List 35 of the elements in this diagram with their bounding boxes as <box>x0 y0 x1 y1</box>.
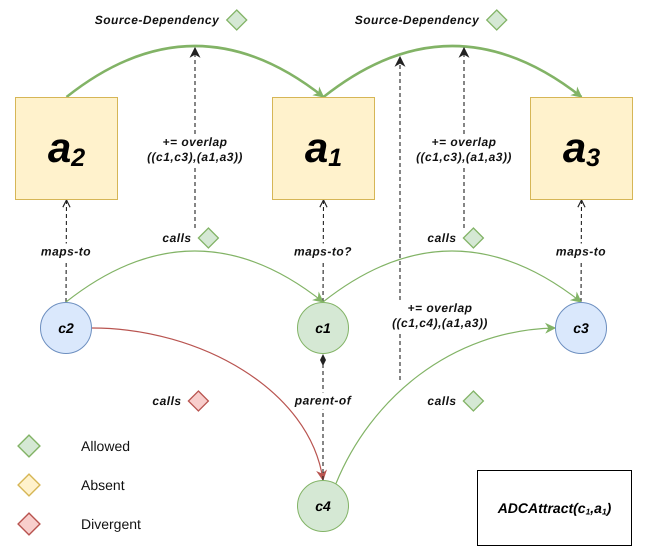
component-circle <box>297 302 349 354</box>
component-circle <box>40 302 92 354</box>
arrow <box>66 250 324 303</box>
arrow <box>66 44 324 98</box>
dashed-arrow <box>190 46 200 134</box>
node-label: c4 <box>315 499 331 513</box>
legend-label: Allowed <box>81 438 130 454</box>
arrow <box>322 44 582 98</box>
edge-label: maps-to <box>554 244 608 260</box>
arrow <box>335 323 556 484</box>
module-box <box>272 97 375 200</box>
node-label: a$_{3}$ <box>562 126 600 170</box>
node-label: c2 <box>58 321 74 335</box>
module-box <box>477 470 632 546</box>
node-label: a$_{2}$ <box>48 126 86 170</box>
node-label: a$_{1}$ <box>304 126 342 170</box>
edge-label: maps-to <box>38 244 94 260</box>
dashed-arrow <box>394 56 406 300</box>
component-circle <box>297 480 349 532</box>
module-box <box>15 97 118 200</box>
arrow <box>92 327 326 482</box>
module-box <box>530 97 633 200</box>
dashed-arrow <box>458 46 470 134</box>
edge-label: parent-of <box>292 392 354 410</box>
dashed-arrow <box>577 199 586 302</box>
node-label: c1 <box>315 321 331 335</box>
legend-label: Absent <box>81 477 125 493</box>
arrow <box>322 250 582 303</box>
node-label: ADCAttract(c$_{1}$,a$_{1}$) <box>498 500 612 516</box>
component-circle <box>555 302 607 354</box>
legend-label: Divergent <box>81 516 141 532</box>
dashed-arrow <box>319 199 328 302</box>
node-label: c3 <box>573 321 589 335</box>
dashed-arrow <box>62 199 71 302</box>
edge-label: maps-to? <box>292 244 354 260</box>
